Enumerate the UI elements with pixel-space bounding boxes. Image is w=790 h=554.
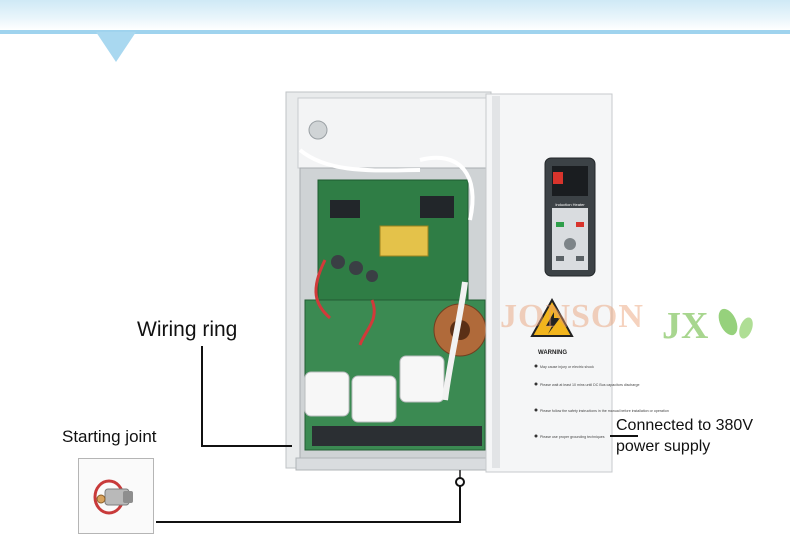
film-capacitor [351, 375, 397, 423]
power-supply-label: Connected to 380V power supply [616, 415, 753, 457]
capacitor [349, 261, 363, 275]
joint-marker [455, 477, 465, 487]
cable-grommet [308, 120, 328, 140]
wiring-ring-leader-line [201, 346, 292, 447]
fan-housing [297, 97, 489, 169]
film-capacitor [304, 371, 350, 417]
lightning-icon [546, 312, 560, 334]
warning-title: WARNING [538, 350, 567, 356]
brand-logo-text: JX [662, 305, 708, 347]
connector-image [79, 459, 153, 533]
wiring-ring-label: Wiring ring [137, 318, 238, 341]
chip [330, 200, 360, 218]
top-banner-band [0, 0, 790, 30]
power-label-line-1: Connected to 380V [616, 417, 753, 434]
brand-watermark: JONSON [500, 298, 644, 335]
warning-line-2: Please wait at least 10 mins until DC Bu… [540, 383, 639, 387]
warning-line-3: Please follow the safety instructions in… [540, 409, 669, 413]
top-banner-line [0, 30, 790, 34]
starting-joint-leader-line [156, 484, 461, 523]
leaf-icon [718, 308, 738, 336]
transformer [379, 225, 429, 257]
terminal-block [312, 426, 482, 446]
capacitor [366, 270, 378, 282]
heatsink [420, 196, 454, 218]
starting-joint-thumbnail [78, 458, 154, 534]
leaf-icon [739, 317, 753, 339]
cabinet-bottom [295, 457, 489, 471]
power-label-line-2: power supply [616, 438, 711, 455]
front-door [485, 93, 613, 473]
starting-joint-label: Starting joint [62, 427, 157, 446]
capacitor [331, 255, 345, 269]
film-capacitor [399, 355, 445, 403]
warning-line-1: May cause injury or electric shock [540, 365, 594, 369]
warning-line-4: Please use proper grounding techniques [540, 435, 605, 439]
banner-notch [96, 32, 136, 62]
keypad-title: Induction Heater [555, 202, 585, 207]
